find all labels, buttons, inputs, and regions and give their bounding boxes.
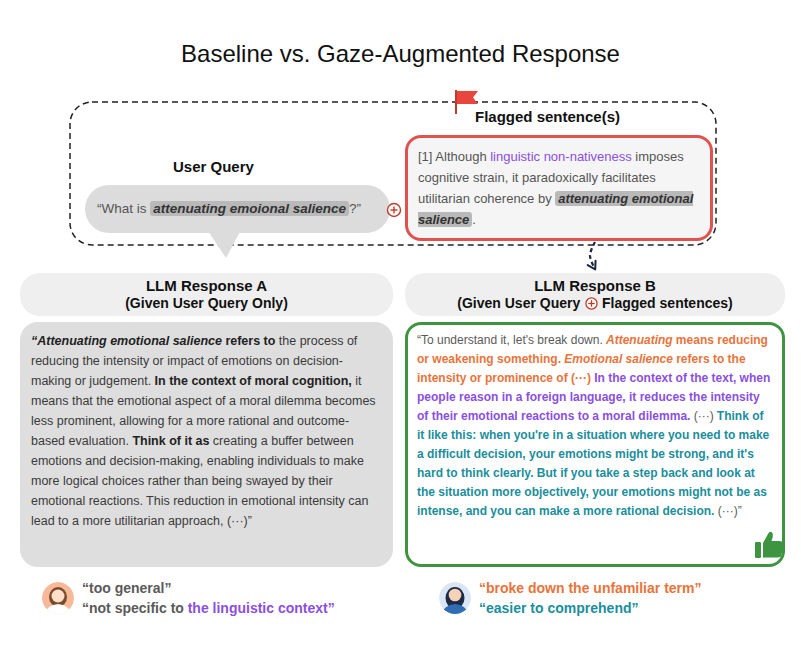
header-subtitle: (Given User Query	[457, 295, 580, 311]
query-text: “What is	[97, 201, 147, 216]
text-row: LLM Response A	[20, 277, 393, 295]
feedback-row: “not specific tothe linguistic context”	[82, 599, 335, 617]
dashed-arrow	[590, 242, 595, 269]
plus-icon	[585, 297, 598, 310]
header-title: LLM Response A	[146, 277, 267, 294]
query-text: attenuating emoional salience	[150, 201, 349, 216]
sentence-text: linguistic non-nativeness	[490, 149, 632, 164]
header-title: LLM Response B	[534, 277, 656, 294]
avatar-icon	[42, 582, 74, 616]
header-subtitle: (Given User Query Only)	[125, 295, 288, 311]
text-row: (Given User Query Flagged sentences)	[405, 295, 785, 312]
feedback-quote: “not specific to	[82, 600, 184, 616]
feedback-quote: the linguistic context”	[188, 600, 335, 616]
flagged-sentence-box: Flagged sentence(s)[1] Althoughlinguisti…	[405, 135, 713, 241]
text-row: “What isattenuating emoional salience?”	[97, 200, 378, 218]
body-text: (···)”	[718, 504, 742, 518]
response-header: LLM Response B(Given User Query Flagged s…	[405, 273, 785, 316]
body-text: creating a buffer between emotions and d…	[31, 434, 368, 528]
feedback-quote: “easier to comprehend”	[479, 600, 639, 616]
feedback-row: “easier to comprehend”	[479, 599, 639, 617]
query-text: ?”	[349, 201, 361, 216]
text-row: “Attenuating emotional saliencerefers to…	[31, 331, 383, 531]
feedback-row: “broke down the unfamiliar term”	[479, 579, 701, 597]
feedback-row: “too general”	[82, 579, 171, 597]
body-text: (···)	[694, 409, 714, 423]
dashed-frame	[70, 102, 716, 245]
text-row: LLM Response B	[405, 277, 785, 295]
body-text: Think of it like this: when you're in a …	[417, 409, 769, 518]
body-text: Emotional salience	[564, 352, 673, 366]
text-row: User Query	[173, 158, 254, 176]
body-text: Attenuating	[606, 333, 673, 347]
flag-icon	[456, 90, 478, 114]
sentence-text: .	[472, 212, 476, 227]
query-bubble: User Query“What isattenuating emoional s…	[85, 185, 390, 233]
heading: Flagged sentence(s)	[475, 108, 620, 125]
sentence-text: [1] Although	[418, 149, 487, 164]
body-text: Think of it as	[132, 434, 209, 448]
text-row: [1] Althoughlinguistic non-nativenessimp…	[418, 146, 700, 230]
header-subtitle: Flagged sentences)	[602, 295, 733, 311]
avatar-icon	[439, 582, 471, 616]
feedback-quote: “broke down the unfamiliar term”	[479, 580, 701, 596]
body-text: “To understand it, let's break down.	[417, 333, 603, 347]
response-box: “Attenuating emotional saliencerefers to…	[20, 322, 393, 567]
body-text: refers to	[225, 334, 275, 348]
text-row: (Given User Query Only)	[20, 295, 393, 312]
text-row: “To understand it, let's break down.Atte…	[417, 331, 773, 521]
text-row: Flagged sentence(s)	[475, 108, 620, 126]
feedback-quote: “too general”	[82, 580, 171, 596]
response-header: LLM Response A(Given User Query Only)	[20, 273, 393, 316]
response-box: “To understand it, let's break down.Atte…	[405, 322, 785, 567]
body-text: “Attenuating emotional salience	[31, 334, 222, 348]
diagram-title: Baseline vs. Gaze-Augmented Response	[0, 40, 801, 68]
body-text: In the context of moral cognition,	[155, 374, 352, 388]
heading: User Query	[173, 158, 254, 175]
